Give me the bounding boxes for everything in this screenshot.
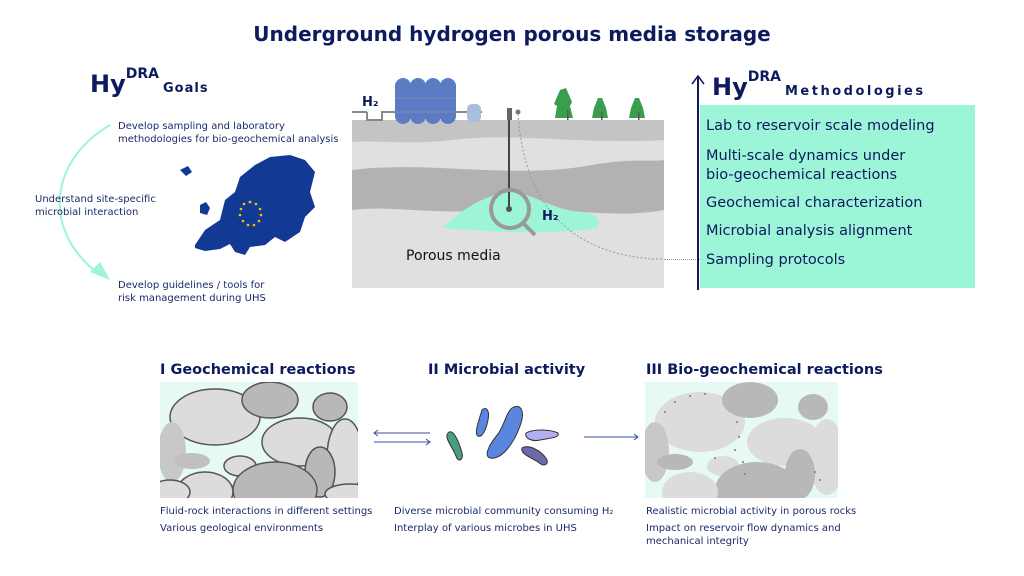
microbe-blue-large [486, 405, 523, 459]
section-1-line-1: Fluid-rock interactions in different set… [160, 506, 373, 517]
goals-label: Goals [162, 81, 209, 96]
section-1-line-2: Various geological environments [160, 523, 324, 534]
methodologies-panel: Lab to reservoir scale modeling Multi-sc… [700, 105, 975, 288]
up-arrow-icon [691, 74, 705, 290]
methodology-item: Multi-scale dynamics under bio-geochemic… [706, 148, 906, 183]
brand-hy: Hy [90, 70, 126, 98]
trees-icon [554, 88, 645, 120]
connector-line [664, 259, 700, 260]
methodology-item: Geochemical characterization [706, 195, 923, 211]
geochemical-rocks-illustration [160, 382, 358, 498]
microbe-lavender [525, 429, 559, 441]
methodology-item: Microbial analysis alignment [706, 223, 913, 239]
goal-item-3: Develop guidelines / tools for risk mana… [118, 280, 266, 304]
microbe-blue-small [475, 407, 489, 437]
cycle-arc [58, 124, 111, 276]
microbe-purple [521, 446, 548, 466]
hydrogen-tanks-icon [395, 78, 481, 124]
bidirectional-arrow-icon [373, 429, 431, 446]
brand-dra: DRA [125, 66, 159, 82]
arrow-head-icon [90, 262, 110, 280]
microbes-illustration [446, 405, 559, 466]
methodologies-heading: HyDRAMethodologies [712, 69, 926, 101]
methodology-item: Lab to reservoir scale modeling [706, 118, 935, 134]
goal-item-2: Understand site-specific microbial inter… [35, 194, 156, 218]
section-3-line-1: Realistic microbial activity in porous r… [646, 506, 857, 517]
goals-cycle-arrow [58, 124, 111, 280]
goals-heading: HyDRAGoals [90, 66, 209, 98]
h2-surface-label: H₂ [362, 95, 379, 110]
h2-reservoir-label: H₂ [542, 209, 559, 224]
goal-item-1: Develop sampling and laboratory methodol… [118, 121, 339, 145]
methodology-item: Sampling protocols [706, 252, 846, 268]
eu-stars-icon [238, 200, 263, 227]
magnifier-icon [489, 188, 531, 230]
section-1-title: I Geochemical reactions [160, 362, 356, 378]
bio-geochemical-rocks-illustration [645, 382, 838, 498]
section-2-title: II Microbial activity [428, 362, 586, 378]
section-3-line-2: Impact on reservoir flow dynamics and me… [646, 523, 841, 547]
porous-media-label: Porous media [406, 248, 501, 264]
page-title: Underground hydrogen porous media storag… [253, 22, 771, 46]
microbe-dots [664, 393, 821, 481]
section-2-line-1: Diverse microbial community consuming H₂ [394, 506, 614, 517]
section-3-title: III Bio-geochemical reactions [646, 362, 883, 378]
right-arrow-icon [584, 433, 639, 441]
brand-dra: DRA [747, 69, 781, 85]
h2-reservoir [442, 192, 599, 233]
brand-hy: Hy [712, 73, 748, 101]
methodologies-label: Methodologies [784, 84, 926, 99]
wellhead-icon [507, 108, 512, 120]
europe-map-icon [180, 155, 315, 255]
microbe-green [446, 431, 463, 461]
section-2-line-2: Interplay of various microbes in UHS [394, 523, 577, 534]
storage-illustration: H₂ H₂ Porous media [352, 78, 664, 288]
